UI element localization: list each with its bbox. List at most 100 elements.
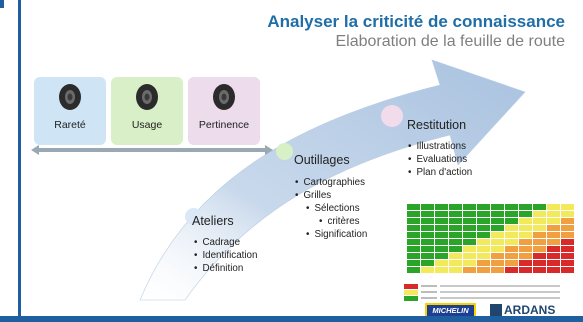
ateliers-list: Cadrage Identification Définition — [194, 236, 257, 275]
matrix-cell — [463, 239, 476, 245]
matrix-cell — [477, 218, 490, 224]
matrix-cell — [463, 218, 476, 224]
matrix-cell — [435, 260, 448, 266]
legend-red — [404, 284, 418, 289]
matrix-cell — [435, 267, 448, 273]
matrix-cell — [547, 239, 560, 245]
matrix-cell — [435, 253, 448, 259]
legend-desc — [440, 291, 560, 293]
legend-text — [421, 291, 437, 293]
matrix-cell — [533, 246, 546, 252]
matrix-cell — [491, 204, 504, 210]
matrix-cell — [421, 232, 434, 238]
matrix-cell — [463, 267, 476, 273]
matrix-cell — [449, 246, 462, 252]
matrix-cell — [421, 211, 434, 217]
matrix-cell — [519, 267, 532, 273]
matrix-cell — [519, 246, 532, 252]
matrix-cell — [505, 253, 518, 259]
outillages-list: Cartographies Grilles Sélections critère… — [295, 176, 367, 241]
matrix-cell — [561, 218, 574, 224]
matrix-cell — [477, 239, 490, 245]
matrix-cell — [491, 211, 504, 217]
matrix-cell — [435, 246, 448, 252]
list-item: Sélections — [295, 202, 367, 215]
matrix-cell — [491, 225, 504, 231]
matrix-cell — [519, 260, 532, 266]
matrix-cell — [435, 225, 448, 231]
matrix-cell — [463, 253, 476, 259]
matrix-cell — [491, 253, 504, 259]
matrix-cell — [547, 211, 560, 217]
left-accent-stripe — [18, 0, 21, 316]
matrix-cell — [407, 267, 420, 273]
matrix-cell — [561, 253, 574, 259]
matrix-cell — [449, 232, 462, 238]
matrix-cell — [407, 260, 420, 266]
matrix-cell — [491, 239, 504, 245]
matrix-cell — [477, 260, 490, 266]
tire-icon — [136, 84, 158, 110]
matrix-cell — [449, 260, 462, 266]
dot-restitution — [381, 105, 403, 127]
matrix-cell — [505, 232, 518, 238]
matrix-cell — [505, 218, 518, 224]
legend-desc — [440, 297, 560, 299]
double-arrow-bar — [35, 148, 265, 152]
list-item-continued: critères — [295, 215, 367, 228]
matrix-cell — [547, 218, 560, 224]
legend-desc — [440, 285, 560, 287]
tire-icon — [59, 84, 81, 110]
matrix-cell — [519, 232, 532, 238]
matrix-cell — [449, 225, 462, 231]
list-item: Evaluations — [408, 153, 472, 166]
matrix-cell — [449, 204, 462, 210]
matrix-cell — [407, 225, 420, 231]
matrix-cell — [533, 204, 546, 210]
list-item: Définition — [194, 262, 257, 275]
matrix-cell — [477, 232, 490, 238]
matrix-cell — [505, 239, 518, 245]
card-label: Pertinence — [198, 119, 250, 131]
list-item: Signification — [295, 228, 367, 241]
matrix-cell — [561, 232, 574, 238]
list-item: Identification — [194, 249, 257, 262]
matrix-cell — [477, 246, 490, 252]
matrix-cell — [561, 204, 574, 210]
matrix-cell — [477, 253, 490, 259]
step-title-ateliers: Ateliers — [192, 214, 234, 228]
ardans-logo-icon — [490, 304, 502, 316]
matrix-cell — [449, 211, 462, 217]
tire-icon — [213, 84, 235, 110]
matrix-cell — [491, 260, 504, 266]
matrix-cell — [407, 218, 420, 224]
matrix-cell — [421, 253, 434, 259]
michelin-logo: MICHELIN — [427, 305, 474, 316]
matrix-cell — [421, 260, 434, 266]
list-item: Cartographies — [295, 176, 367, 189]
matrix-cell — [561, 239, 574, 245]
matrix-cell — [435, 239, 448, 245]
page-subtitle: Elaboration de la feuille de route — [335, 33, 566, 50]
list-item: Grilles — [295, 189, 367, 202]
matrix-cell — [547, 267, 560, 273]
matrix-cell — [561, 211, 574, 217]
matrix-cell — [561, 260, 574, 266]
corner-mark — [0, 0, 4, 8]
matrix-cell — [547, 232, 560, 238]
matrix-cell — [533, 253, 546, 259]
matrix-cell — [435, 211, 448, 217]
matrix-cell — [421, 267, 434, 273]
matrix-cell — [547, 246, 560, 252]
dot-ateliers — [185, 208, 202, 225]
matrix-cell — [421, 239, 434, 245]
matrix-cell — [463, 211, 476, 217]
matrix-cell — [505, 260, 518, 266]
legend-text — [421, 285, 437, 287]
criticality-matrix — [393, 200, 580, 276]
step-title-outillages: Outillages — [294, 153, 350, 167]
matrix-cell — [519, 211, 532, 217]
restitution-list: Illustrations Evaluations Plan d'action — [408, 140, 472, 179]
matrix-cell — [435, 232, 448, 238]
matrix-cell — [449, 267, 462, 273]
